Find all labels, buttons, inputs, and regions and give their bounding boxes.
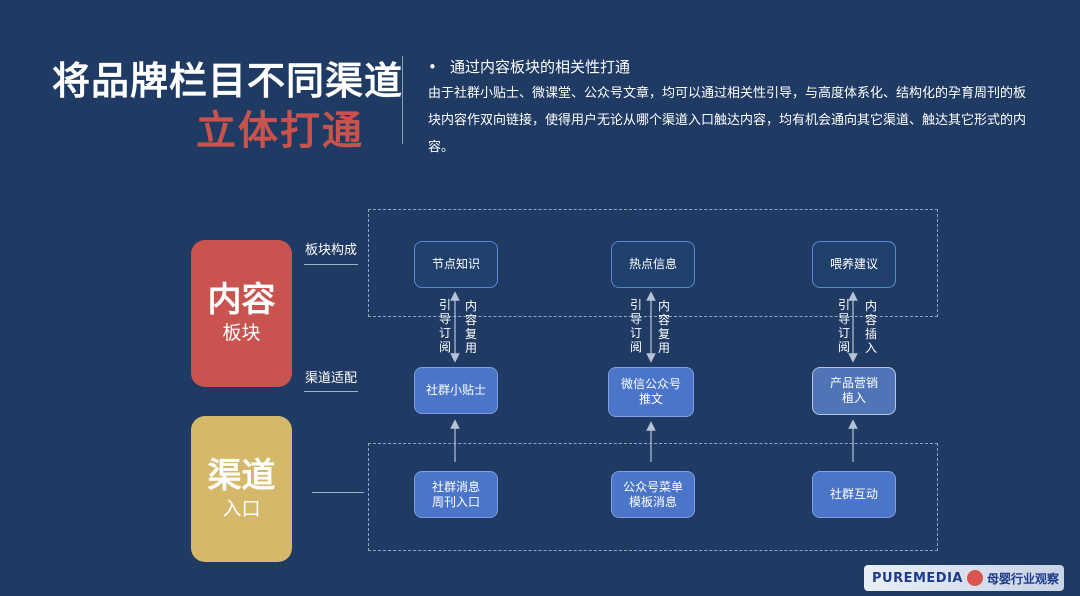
bullet-marker: •	[428, 58, 437, 76]
col1-up-text: 引导订阅	[438, 298, 451, 354]
channel-card-subtitle: 入口	[222, 498, 261, 520]
node-middle-1: 社群小贴士	[414, 367, 498, 414]
intro-bullet: • 通过内容板块的相关性打通	[428, 56, 630, 77]
node-middle-3: 产品营销 植入	[812, 367, 896, 415]
row-label-composition-underline	[304, 264, 358, 265]
content-card-subtitle: 板块	[222, 322, 261, 344]
content-block-card: 内容 板块	[191, 240, 292, 387]
content-card-title: 内容	[207, 280, 276, 320]
col3-up-text: 引导订阅	[837, 298, 850, 354]
node-bottom-3: 社群互动	[812, 471, 896, 518]
node-top-2: 热点信息	[611, 241, 695, 288]
row-label-composition: 板块构成	[305, 243, 358, 258]
channel-card-title: 渠道	[207, 456, 276, 496]
row-label-adaptation-underline	[304, 391, 358, 392]
node-top-3: 喂养建议	[812, 241, 896, 288]
col2-up-text: 引导订阅	[629, 298, 642, 354]
node-bottom-1: 社群消息 周刊入口	[414, 471, 498, 518]
channel-entry-card: 渠道 入口	[191, 416, 292, 562]
node-bottom-2: 公众号菜单 模板消息	[611, 471, 695, 518]
logo-brand: PUREMEDIA	[872, 570, 963, 586]
logo-bubble-icon	[966, 570, 983, 586]
intro-bullet-text: 通过内容板块的相关性打通	[450, 58, 631, 76]
channel-connector-line	[312, 492, 364, 493]
row-label-adaptation: 渠道适配	[305, 371, 358, 386]
col2-down-text: 内容复用	[657, 299, 670, 355]
intro-paragraph: 由于社群小贴士、微课堂、公众号文章，均可以通过相关性引导，与高度体系化、结构化的…	[428, 86, 1027, 155]
page-title-line2: 立体打通	[196, 108, 364, 154]
col3-down-text: 内容插入	[864, 299, 877, 355]
node-middle-2: 微信公众号 推文	[608, 367, 694, 417]
node-top-1: 节点知识	[414, 241, 498, 288]
title-divider	[402, 56, 403, 144]
channel-group-box	[368, 443, 938, 551]
col1-down-text: 内容复用	[464, 299, 477, 355]
page-title-line1: 将品牌栏目不同渠道	[52, 59, 404, 103]
puremedia-logo: PUREMEDIA 母婴行业观察	[864, 565, 1064, 591]
logo-cn: 母婴行业观察	[986, 571, 1059, 586]
